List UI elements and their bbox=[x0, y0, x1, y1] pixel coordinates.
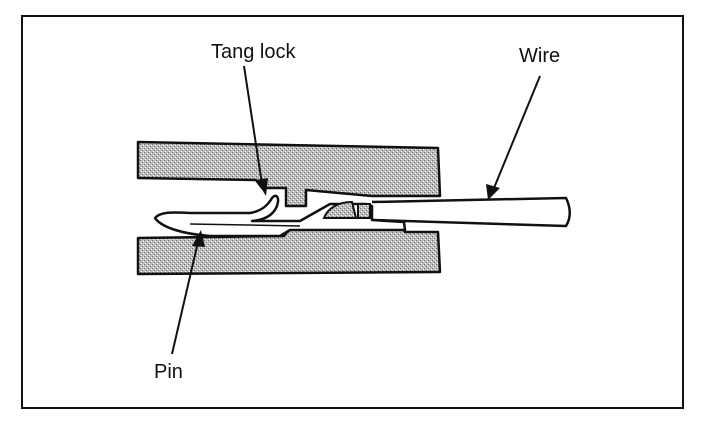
upper-housing bbox=[136, 140, 442, 208]
label-tang-lock: Tang lock bbox=[211, 41, 296, 63]
leader-tang-lock bbox=[243, 65, 268, 196]
leader-pin bbox=[171, 230, 205, 355]
wire bbox=[371, 196, 571, 228]
pin-inner-line bbox=[189, 223, 301, 227]
label-wire: Wire bbox=[519, 45, 560, 67]
crimp-barrel bbox=[322, 200, 358, 219]
leader-wire bbox=[486, 75, 541, 200]
insulation-crimp bbox=[357, 203, 371, 219]
label-pin: Pin bbox=[154, 361, 183, 383]
